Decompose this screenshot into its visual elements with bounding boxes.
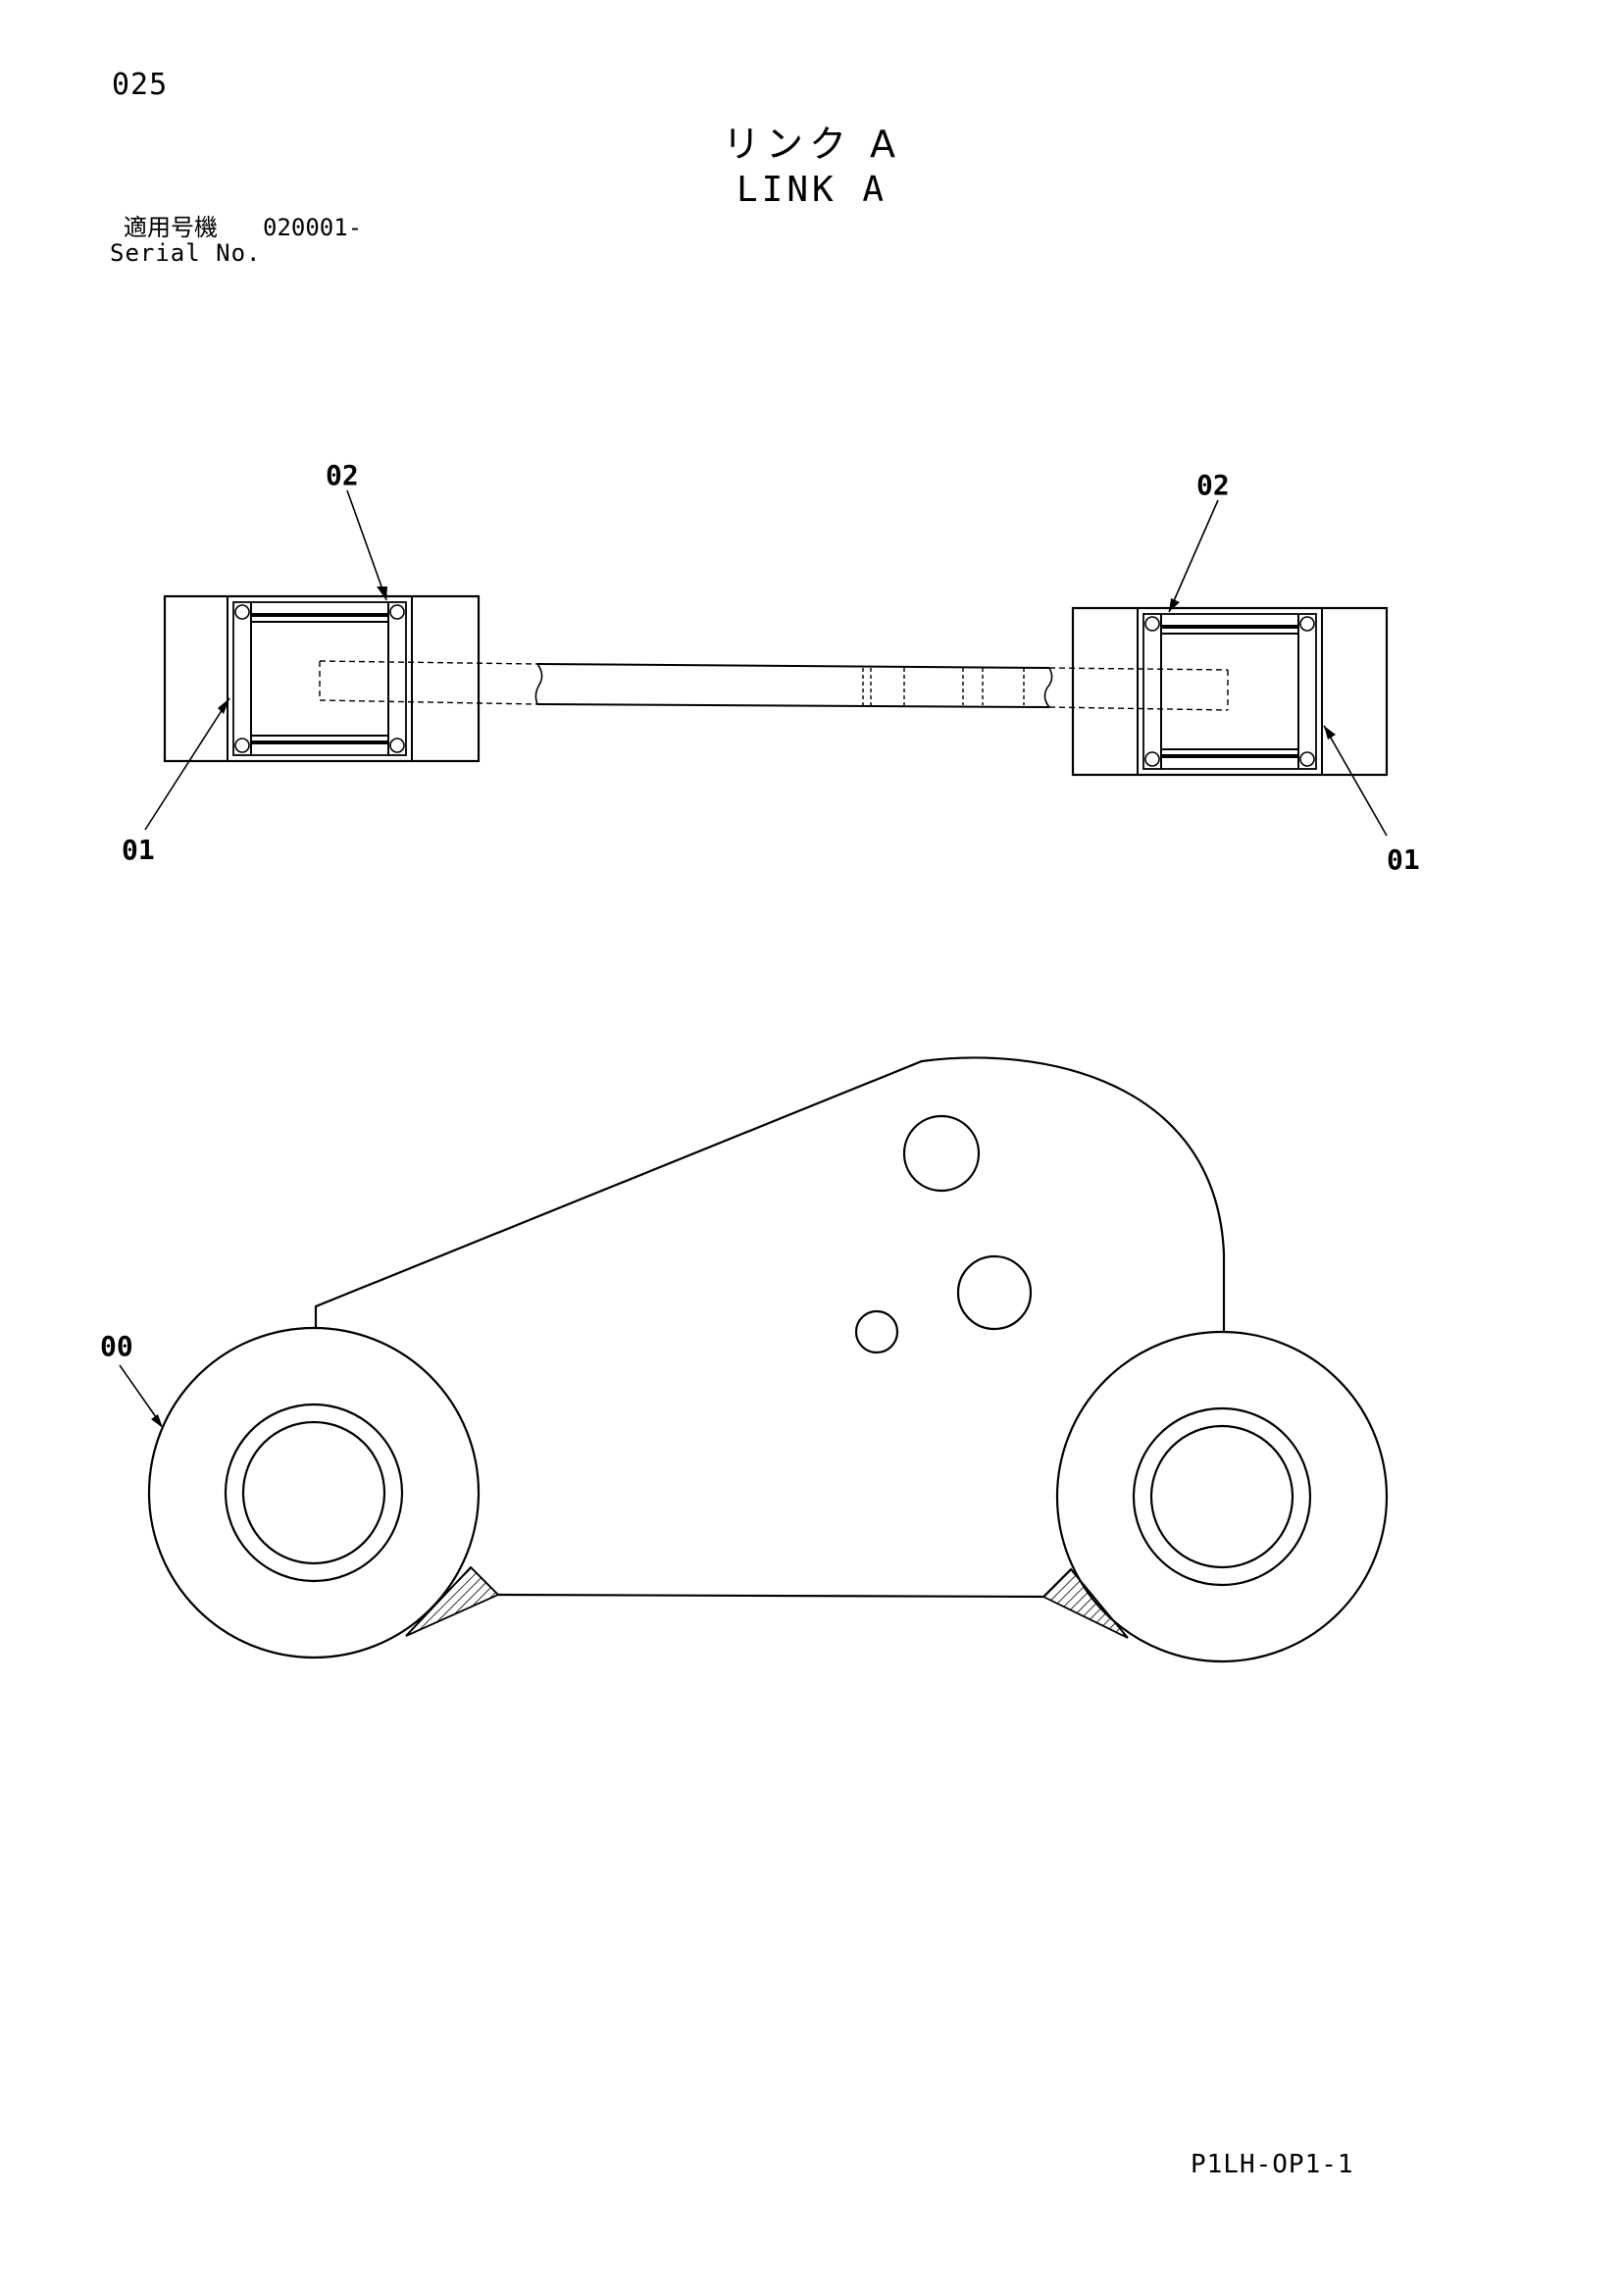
page-number: 025: [112, 68, 169, 102]
document-code: P1LH-OP1-1: [1191, 2150, 1354, 2179]
serial-number-value: 020001-: [263, 214, 363, 241]
title-japanese: リンク A: [722, 123, 902, 166]
plate-hole-upper: [902, 1114, 981, 1193]
plate-hole-small: [854, 1309, 899, 1354]
title-english: LINK A: [736, 170, 888, 210]
callout-02-right: 02: [1196, 469, 1230, 501]
callout-01-left: 01: [122, 834, 155, 866]
callout-00: 00: [100, 1330, 133, 1362]
serial-label-japanese: 適用号機: [124, 214, 218, 241]
left-eye-boss: [147, 1326, 481, 1659]
right-boss: [1071, 606, 1389, 777]
leader-lines-top: [144, 489, 1388, 837]
right-eye-boss: [1055, 1330, 1389, 1663]
link-plate-outline: [314, 1056, 1226, 1342]
connecting-rod: [534, 663, 1053, 708]
arrowhead-00: [151, 1414, 163, 1428]
leader-line-00: [119, 1364, 162, 1425]
side-view: [119, 1056, 1389, 1663]
callout-02-left: 02: [326, 459, 359, 491]
serial-label-english: Serial No.: [110, 239, 262, 267]
arrowheads-top: [218, 587, 1336, 740]
left-boss: [163, 594, 481, 763]
callout-01-right: 01: [1387, 843, 1420, 876]
plate-hole-middle: [956, 1254, 1033, 1331]
top-view: [144, 489, 1389, 837]
hidden-rod-lines: [319, 660, 1229, 711]
